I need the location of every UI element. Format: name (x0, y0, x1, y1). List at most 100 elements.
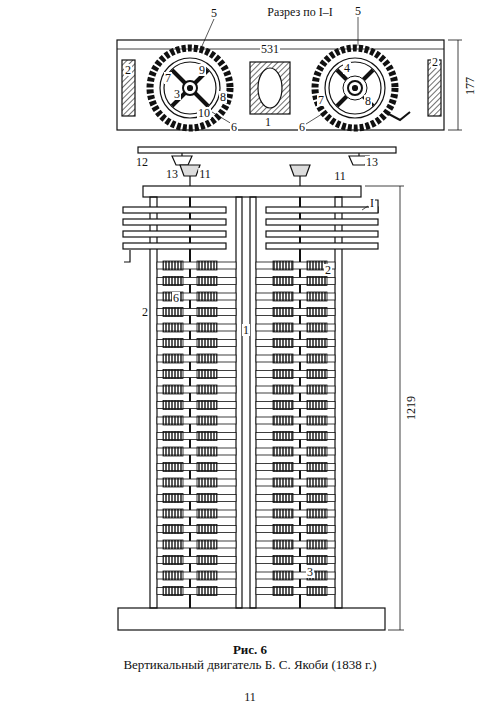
coil (157, 588, 236, 595)
coil (157, 541, 236, 548)
coil (157, 324, 236, 331)
coil (307, 401, 327, 410)
coil (157, 371, 236, 378)
coil (157, 526, 236, 533)
coil (273, 571, 293, 580)
coil (163, 447, 183, 456)
frame-post (335, 197, 342, 608)
coil (256, 324, 335, 331)
coil (157, 572, 236, 579)
coil (157, 278, 236, 285)
coil (273, 401, 293, 410)
callout-number: 1 (264, 116, 272, 128)
coil (197, 385, 217, 394)
coil (163, 525, 183, 534)
coil (307, 478, 327, 487)
commutator (123, 200, 378, 262)
coil (157, 557, 236, 564)
coil (256, 495, 335, 502)
figure-number: Рис. 6 (232, 643, 268, 656)
coil (307, 494, 327, 503)
bevel-gear (172, 156, 192, 165)
coil (256, 510, 335, 517)
coil (163, 494, 183, 503)
coil (273, 308, 293, 317)
coil (273, 540, 293, 549)
callout-number: 6 (298, 121, 306, 133)
coil (157, 340, 236, 347)
coil (307, 540, 327, 549)
coil (273, 587, 293, 596)
section-frame (117, 40, 444, 130)
coil (163, 261, 183, 270)
coil (256, 588, 335, 595)
callout-number: 2 (124, 64, 132, 76)
coil (163, 478, 183, 487)
coil (197, 494, 217, 503)
callout-number: 2 (431, 56, 439, 68)
coil (157, 464, 236, 471)
callout-number: 13 (365, 156, 379, 168)
drive-shaft (138, 147, 396, 153)
coil (256, 464, 335, 471)
coil (197, 416, 217, 425)
coil (256, 340, 335, 347)
coil (197, 339, 217, 348)
coil (197, 463, 217, 472)
callout-number: Разрез по I–I (266, 6, 333, 18)
callout-number: 3 (173, 88, 181, 100)
callout-number: I (369, 197, 375, 209)
coil (157, 433, 236, 440)
coil (273, 432, 293, 441)
coil (256, 293, 335, 300)
coil (197, 447, 217, 456)
callout-number: 7 (317, 94, 325, 106)
coil (157, 309, 236, 316)
coil (163, 416, 183, 425)
coil (157, 448, 236, 455)
callout-number: 6 (172, 292, 180, 304)
callout-number: 10 (197, 107, 211, 119)
coil (197, 354, 217, 363)
dimension-line (458, 40, 459, 130)
coil (157, 479, 236, 486)
coil (256, 541, 335, 548)
coil (273, 416, 293, 425)
coil (256, 417, 335, 424)
coil (197, 308, 217, 317)
coil (197, 525, 217, 534)
top-beam (143, 186, 361, 197)
coil (197, 432, 217, 441)
coil (273, 354, 293, 363)
dimension-line (117, 49, 444, 50)
magnet (428, 60, 441, 116)
coil (163, 509, 183, 518)
coil (307, 447, 327, 456)
coil (163, 401, 183, 410)
coil (273, 323, 293, 332)
coil (197, 478, 217, 487)
coil (163, 463, 183, 472)
coil (273, 292, 293, 301)
callout-number: 7 (164, 72, 172, 84)
coil (157, 510, 236, 517)
coil (157, 293, 236, 300)
coil (163, 323, 183, 332)
coil-stack (157, 261, 335, 596)
coil (307, 385, 327, 394)
callout-number: 11 (198, 168, 212, 180)
frame-post (236, 197, 242, 608)
coil (163, 370, 183, 379)
coil (256, 433, 335, 440)
coil (307, 463, 327, 472)
callout-number: 5 (210, 7, 218, 19)
coil (197, 540, 217, 549)
coil (273, 261, 293, 270)
coil (273, 463, 293, 472)
coil (256, 278, 335, 285)
coil (163, 339, 183, 348)
coil (273, 277, 293, 286)
coil (163, 277, 183, 286)
figure-caption: Вертикальный двигатель Б. С. Якоби (1838… (123, 657, 376, 673)
